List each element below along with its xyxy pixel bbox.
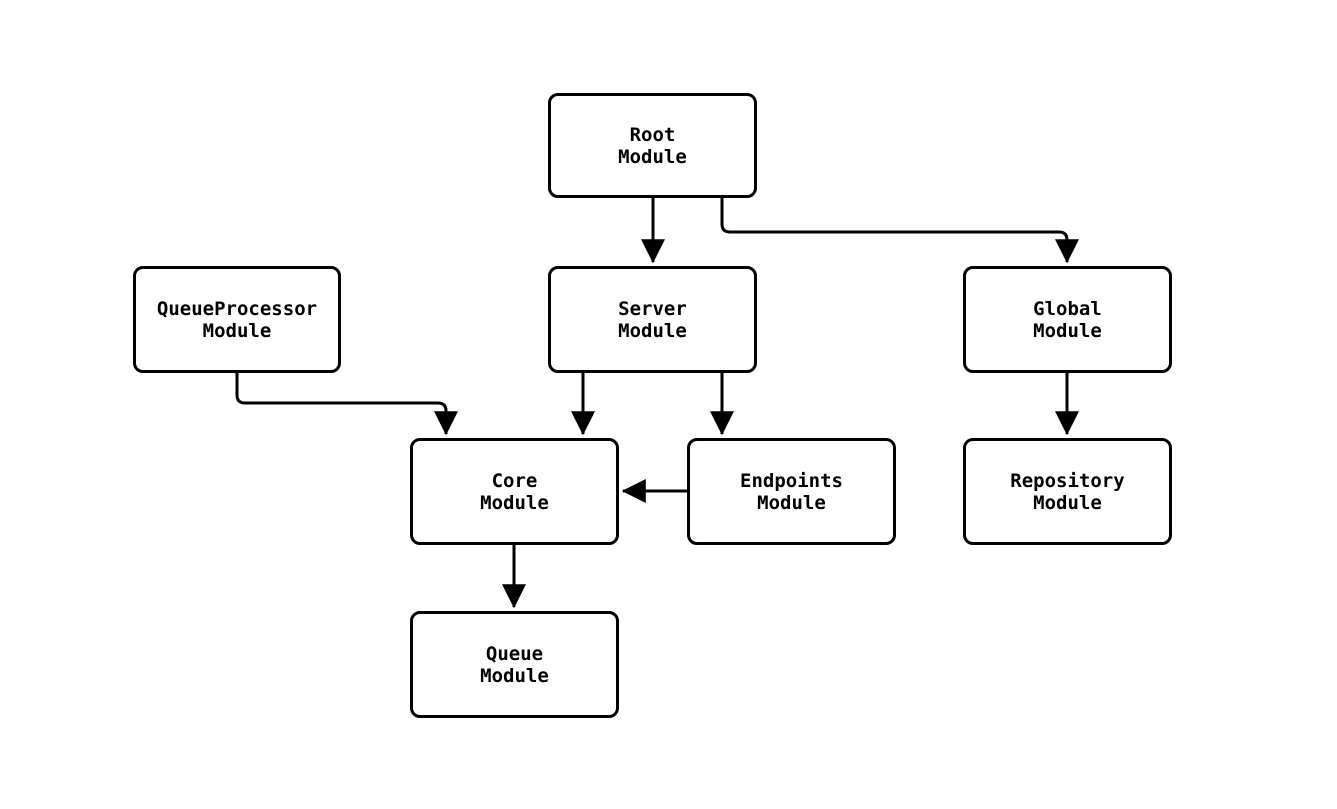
edge-queueprocessor-to-core xyxy=(235,373,458,436)
node-label: Module xyxy=(618,145,687,168)
node-label: Core xyxy=(491,469,538,492)
node-server-module: Server Module xyxy=(548,266,757,373)
node-label: Repository xyxy=(1010,469,1125,492)
node-label: Root xyxy=(629,123,676,146)
node-label: Global xyxy=(1033,297,1102,320)
node-repository-module: Repository Module xyxy=(963,438,1172,545)
node-endpoints-module: Endpoints Module xyxy=(687,438,896,545)
node-label: Module xyxy=(480,664,549,687)
node-label: Module xyxy=(480,491,549,514)
node-queue-module: Queue Module xyxy=(410,611,619,718)
node-label: Module xyxy=(618,319,687,342)
edge-root-to-global xyxy=(720,198,1079,264)
node-core-module: Core Module xyxy=(410,438,619,545)
node-root-module: Root Module xyxy=(548,93,757,198)
node-global-module: Global Module xyxy=(963,266,1172,373)
node-label: Queue xyxy=(485,642,544,665)
node-label: Module xyxy=(757,491,826,514)
node-label: Module xyxy=(1033,319,1102,342)
node-queueprocessor-module: QueueProcessor Module xyxy=(133,266,341,373)
node-label: QueueProcessor xyxy=(156,297,318,320)
node-label: Endpoints xyxy=(740,469,843,492)
node-label: Module xyxy=(1033,491,1102,514)
node-label: Module xyxy=(202,319,272,342)
node-label: Server xyxy=(618,297,687,320)
